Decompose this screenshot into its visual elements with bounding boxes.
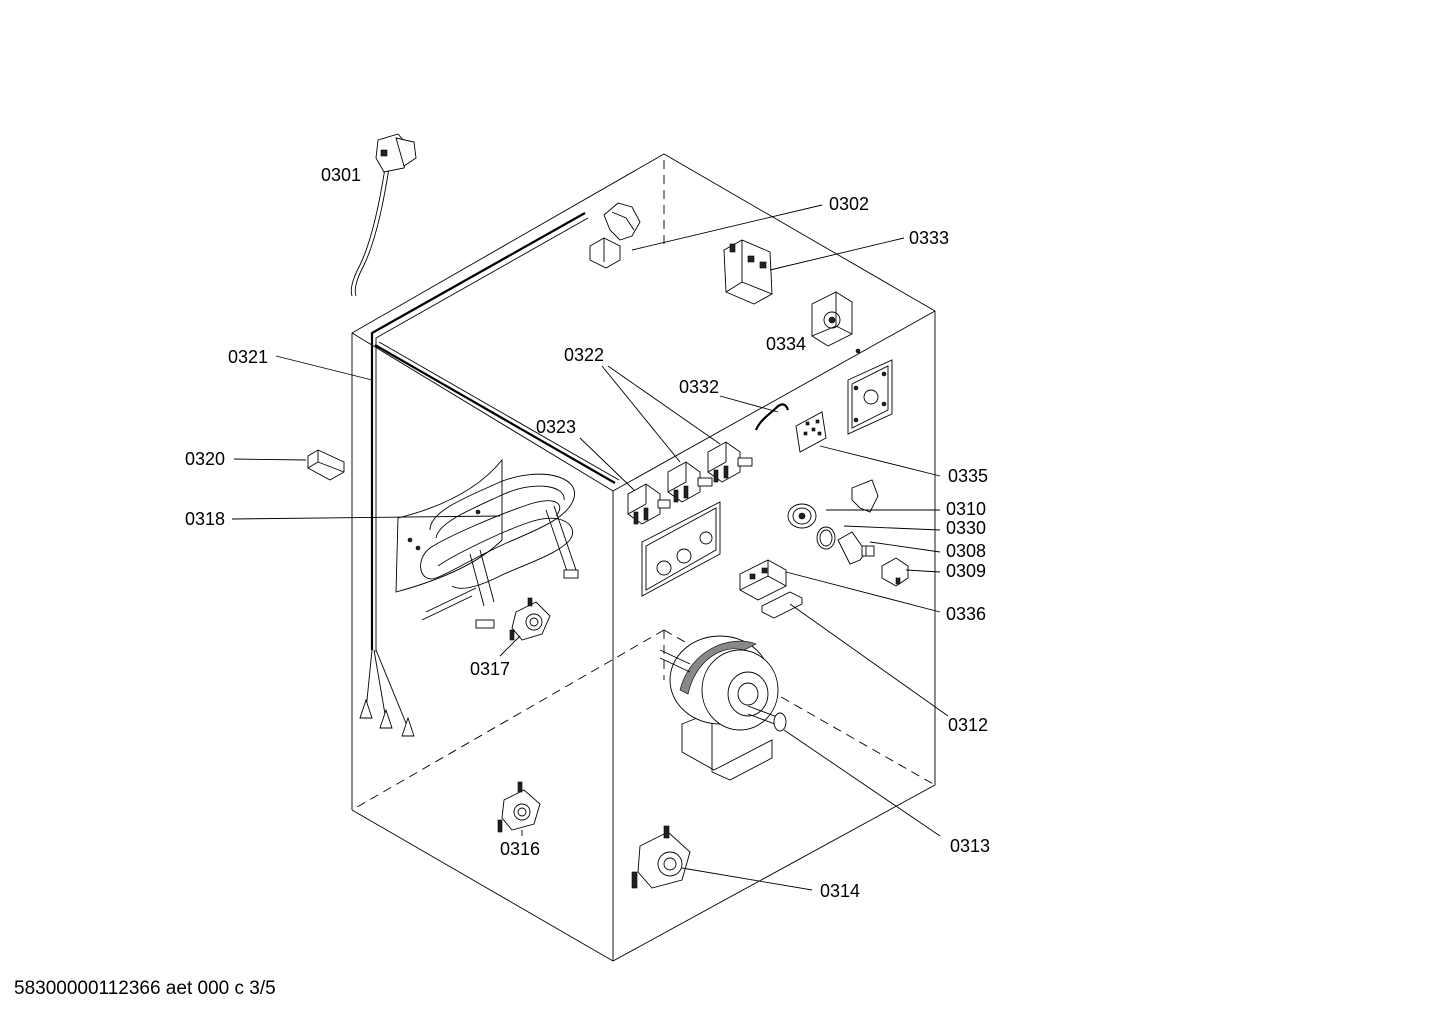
switch-plate-icon [641, 501, 721, 597]
plug-connector-icon [307, 449, 345, 481]
label-0302: 0302 [829, 194, 869, 214]
label-0318: 0318 [185, 509, 225, 529]
label-0309: 0309 [946, 561, 986, 581]
label-0317: 0317 [470, 659, 510, 679]
label-0314: 0314 [820, 881, 860, 901]
push-switch-icon [667, 461, 713, 503]
label-0320: 0320 [185, 449, 225, 469]
timer-icon [811, 291, 853, 347]
wiring-harness [359, 212, 620, 737]
motor-icon [659, 635, 787, 781]
label-0322: 0322 [564, 345, 604, 365]
label-0310: 0310 [946, 499, 986, 519]
cable-clip-icon [589, 202, 641, 269]
label-0332: 0332 [679, 377, 719, 397]
mains-plug-icon [350, 133, 417, 297]
label-0330: 0330 [946, 518, 986, 538]
part-labels: 0301 0302 0333 0334 0321 0322 0332 0323 … [185, 165, 990, 901]
suppressor-icon [739, 559, 787, 601]
label-0312: 0312 [948, 715, 988, 735]
push-switch-icon [707, 441, 753, 483]
label-0333: 0333 [909, 228, 949, 248]
sensor-icon [837, 531, 875, 565]
document-reference: 58300000112366 aet 000 c 3/5 [14, 978, 276, 999]
circuit-board-icon [795, 411, 827, 453]
seal-ring-icon [816, 526, 836, 550]
label-0334: 0334 [766, 334, 806, 354]
cabinet-outline [351, 153, 936, 962]
label-0336: 0336 [946, 604, 986, 624]
label-0335: 0335 [948, 466, 988, 486]
label-0321: 0321 [228, 347, 268, 367]
label-0308: 0308 [946, 541, 986, 561]
thermostat-icon [509, 597, 551, 641]
thermostat-icon [497, 781, 541, 833]
label-0323: 0323 [536, 417, 576, 437]
panel-plate-icon [847, 348, 893, 435]
label-0301: 0301 [321, 165, 361, 185]
bracket-icon [851, 479, 879, 513]
wire-clip-icon [754, 403, 790, 431]
label-0316: 0316 [500, 839, 540, 859]
label-0313: 0313 [950, 836, 990, 856]
thermostat-icon [631, 825, 691, 889]
pressure-switch-icon [787, 503, 817, 529]
heater-element-icon [395, 458, 579, 629]
connector-icon [881, 557, 909, 587]
control-module-icon [723, 239, 773, 305]
leader-lines [231, 204, 949, 891]
mounting-strip-icon [761, 591, 803, 619]
push-switch-icon [627, 483, 671, 525]
